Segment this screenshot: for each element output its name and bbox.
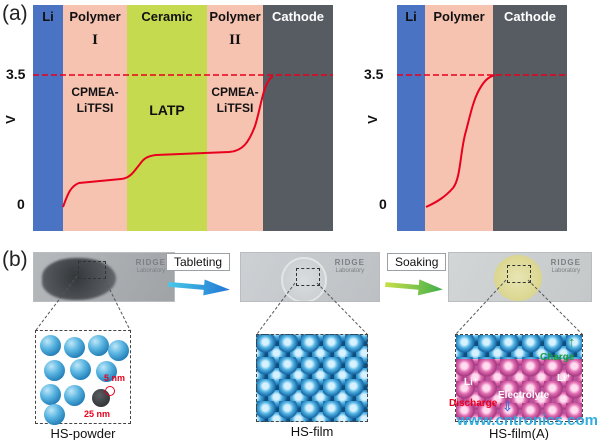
tableting-label: Tableting: [166, 253, 231, 271]
brand-line: Laboratory: [335, 267, 365, 274]
material-line: CPMEA-: [211, 85, 259, 99]
battery-stack-left: Li Polymer I CPMEA- LiTFSI Ceramic LATP …: [33, 5, 333, 231]
layer-cathode-left: Cathode: [263, 5, 333, 231]
material-line: LATP: [149, 102, 185, 118]
layer-label: Polymer: [69, 9, 121, 24]
brand-line: RIDGE: [550, 258, 581, 267]
layer-label: Li: [405, 9, 417, 24]
pellet-disc: [281, 257, 327, 301]
seed-ring-icon: [105, 386, 115, 396]
label-25nm: 25 nm: [84, 409, 111, 419]
li-ion-label-left: Li⁺: [464, 377, 479, 388]
particle-sphere: [88, 335, 109, 356]
caption-hs-film: HS-film: [290, 424, 334, 439]
panel-a-label: (a): [2, 2, 28, 25]
layer-li-right: Li: [397, 5, 425, 231]
axis-vmax-right: 3.5: [364, 66, 384, 82]
layer-polymer-2: Polymer II CPMEA- LiTFSI: [207, 5, 263, 231]
brand-line: RIDGE: [334, 258, 365, 267]
inset-hs-film-a: Li⁺ Li⁺ Electrolyte ↑ Charge Discharge ⇩: [449, 334, 583, 422]
photo-hs-film-a: RIDGE Laboratory: [448, 252, 592, 302]
particle-sphere: [44, 404, 65, 425]
layer-cathode-right: Cathode: [493, 5, 567, 231]
particle-sphere: [44, 360, 65, 381]
layer-material: CPMEA- LiTFSI: [207, 85, 263, 116]
brand-line: Laboratory: [136, 267, 166, 274]
layer-label: Cathode: [272, 9, 324, 24]
brand-text: RIDGE Laboratory: [135, 258, 166, 274]
material-line: CPMEA-: [71, 85, 119, 99]
material-line: LiTFSI: [76, 100, 114, 115]
roi-box: [507, 265, 531, 283]
layer-label: Cathode: [504, 9, 556, 24]
layer-li-left: Li: [33, 5, 63, 231]
connector-lines: [35, 275, 583, 335]
watermark: www.cntronics.com: [456, 412, 598, 429]
discharge-label: Discharge: [449, 398, 498, 409]
axis-ylabel-right: V: [364, 115, 380, 124]
film-strip: [456, 335, 582, 359]
material-line: LiTFSI: [216, 100, 254, 115]
charge-label: Charge: [540, 352, 575, 363]
layer-numeral: I: [92, 32, 98, 48]
brand-line: RIDGE: [135, 258, 166, 267]
li-ion-label-right: Li⁺: [557, 373, 572, 384]
label-5nm: 5 nm: [104, 373, 126, 383]
axis-vmin-left: 0: [17, 196, 25, 212]
brand-text: RIDGE Laboratory: [550, 258, 581, 274]
electrolyte-label: Electrolyte: [498, 390, 550, 401]
axis-vmax-left: 3.5: [6, 66, 26, 82]
soaked-disc: [494, 255, 542, 301]
particle-sphere: [96, 361, 117, 382]
layer-polymer-1: Polymer I CPMEA- LiTFSI: [63, 5, 127, 231]
battery-stack-right: Li Polymer Cathode: [397, 5, 567, 231]
particle-sphere: [108, 340, 129, 361]
layer-label: Li: [42, 9, 54, 24]
axis-vmin-right: 0: [379, 196, 387, 212]
layer-ceramic: Ceramic LATP: [127, 5, 207, 231]
layer-label: Polymer: [433, 9, 485, 24]
charge-arrow-icon: ↑: [568, 334, 576, 351]
inset-hs-film: [256, 334, 368, 422]
inset-hs-powder: 5 nm 25 nm: [35, 330, 131, 425]
panel-b-label: (b): [2, 248, 28, 271]
axis-ylabel-left: V: [2, 115, 18, 124]
brand-line: Laboratory: [551, 267, 581, 274]
soaking-label: Soaking: [387, 253, 447, 271]
electrolyte-region: [456, 359, 582, 420]
layer-label: Ceramic: [141, 9, 193, 24]
brand-text: RIDGE Laboratory: [334, 258, 365, 274]
layer-numeral: II: [229, 32, 241, 48]
powder-blob: [42, 258, 116, 300]
particle-sphere: [40, 384, 61, 405]
caption-hs-powder: HS-powder: [50, 426, 116, 440]
layer-material: LATP: [127, 101, 207, 119]
particle-sphere: [64, 385, 85, 406]
particle-sphere: [64, 337, 85, 358]
discharge-arrow-icon: ⇩: [502, 399, 513, 414]
layer-label: Polymer: [209, 9, 261, 24]
particle-sphere: [40, 335, 61, 356]
photo-hs-film: RIDGE Laboratory: [240, 252, 380, 302]
layer-material: CPMEA- LiTFSI: [63, 85, 127, 116]
caption-hs-film-a: HS-film(A): [489, 426, 549, 440]
layer-polymer-right: Polymer: [425, 5, 493, 231]
roi-box: [78, 261, 106, 279]
particle-sphere: [70, 359, 91, 380]
roi-box: [296, 268, 320, 286]
